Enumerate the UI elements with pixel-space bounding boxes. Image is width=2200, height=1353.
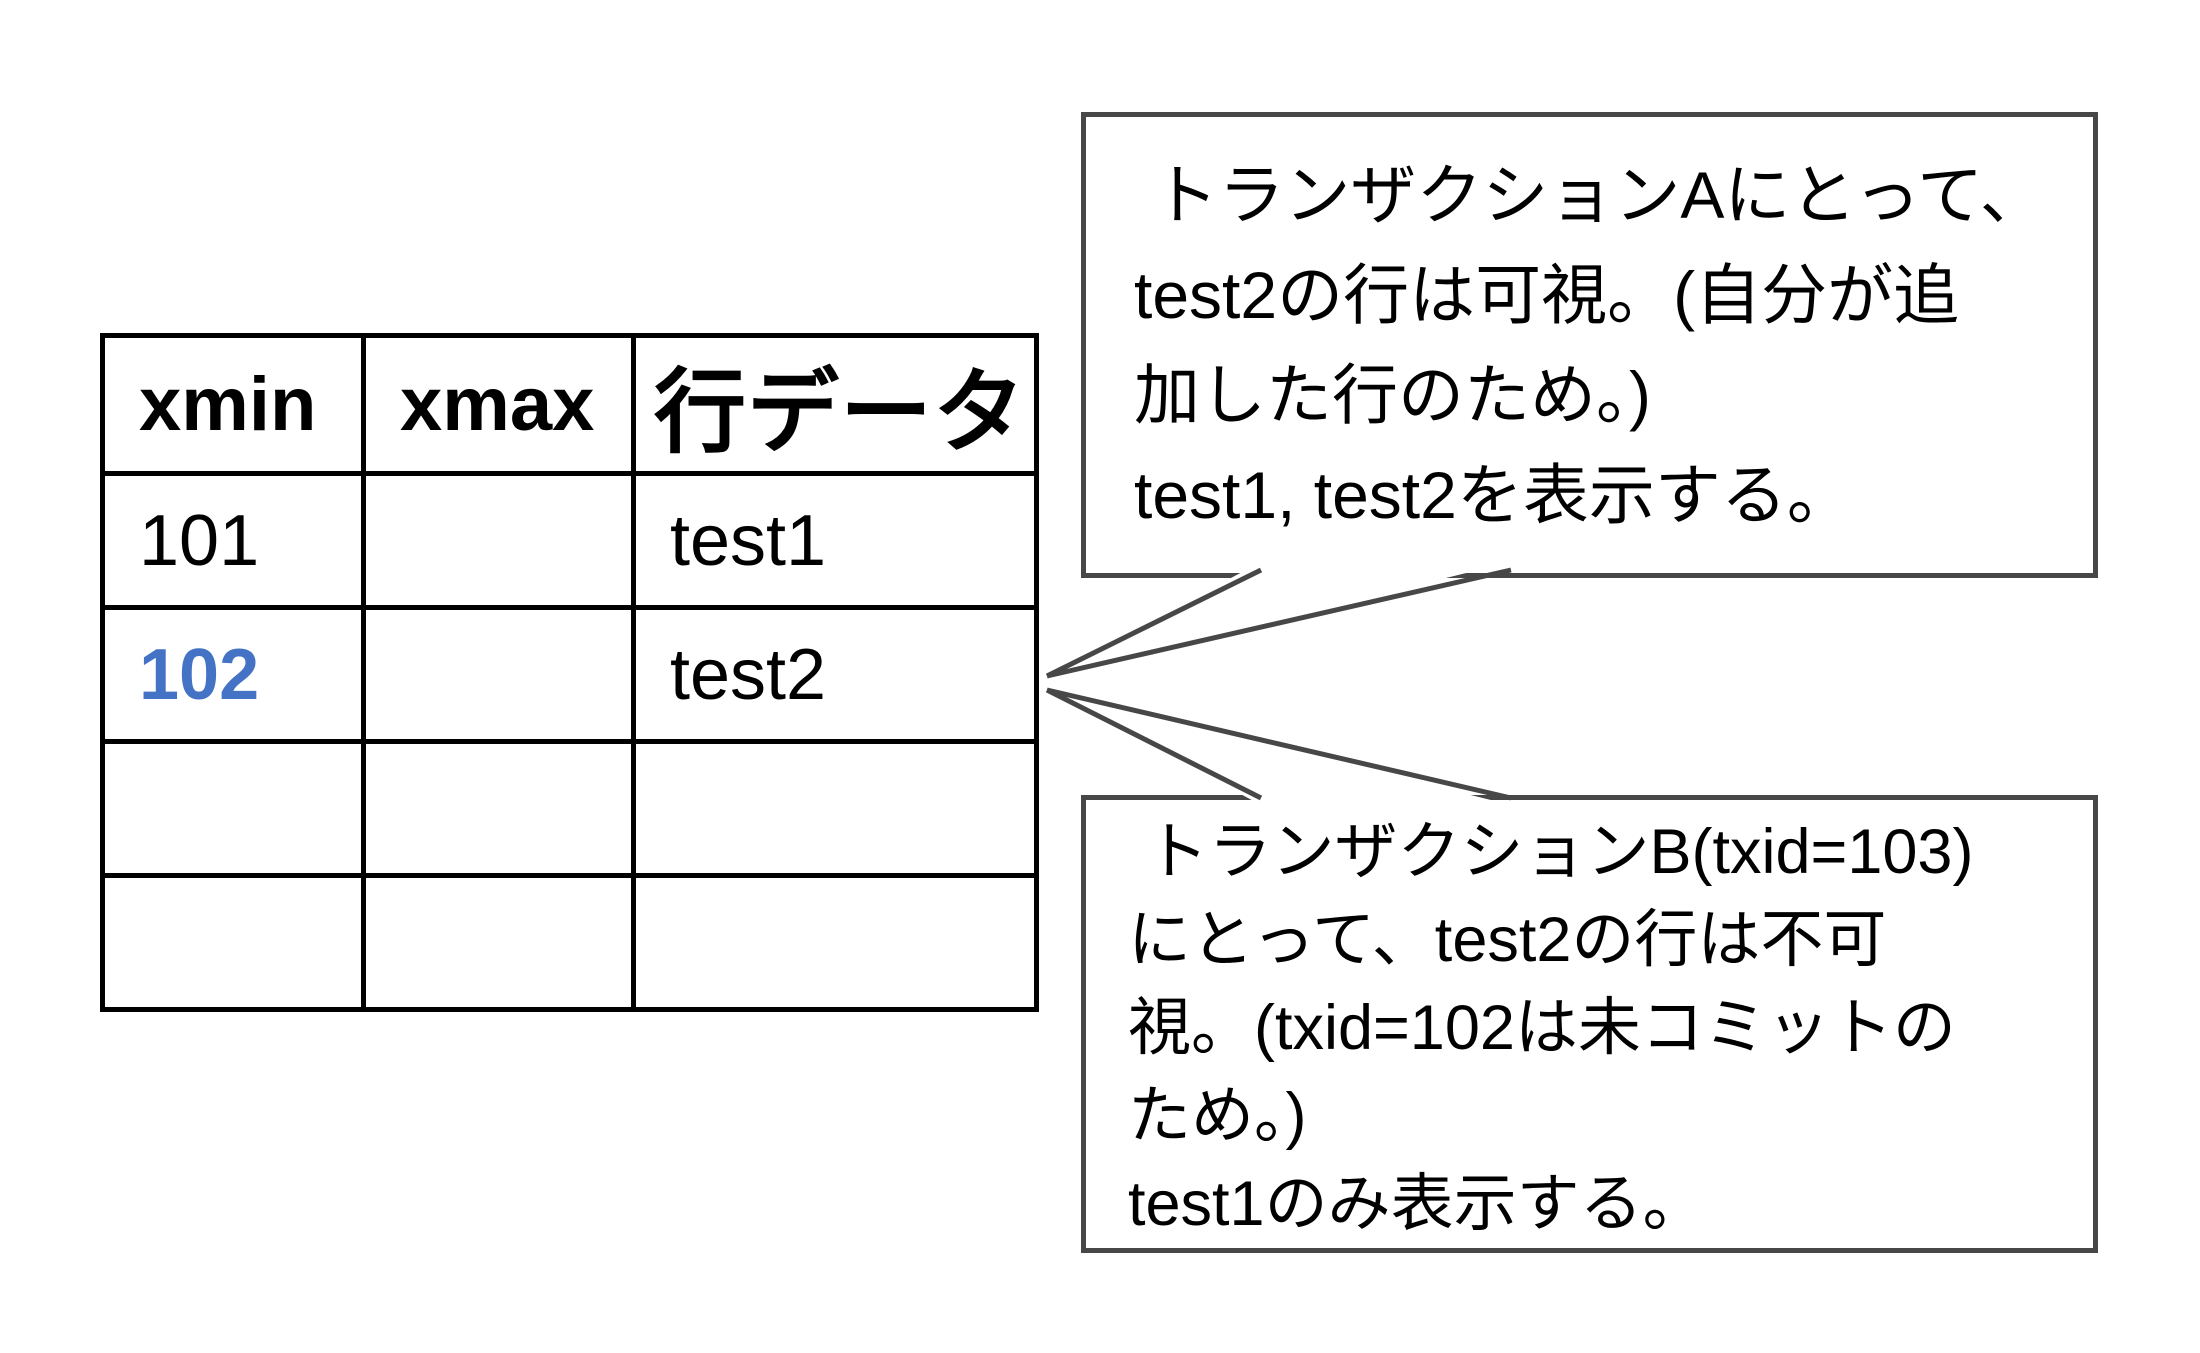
callout-a-tail	[1045, 562, 1512, 679]
cell-xmax	[361, 739, 636, 878]
col-header-row-data: 行データ	[631, 333, 1039, 476]
cell-xmin: 101	[100, 471, 366, 610]
callout-b-line: ため。)	[1128, 1081, 1307, 1151]
col-header-xmax: xmax	[361, 333, 636, 476]
callout-b-line: 視。(txid=102は未コミットの	[1128, 993, 1956, 1063]
cell-row-data	[631, 739, 1039, 878]
callout-b-line: test1のみ表示する。	[1128, 1169, 1706, 1239]
cell-row-data	[631, 873, 1039, 1012]
cell-row-data: test2	[631, 605, 1039, 744]
table-row	[100, 739, 1039, 878]
table-row: 102 test2	[100, 605, 1039, 744]
cell-row-data: test1	[631, 471, 1039, 610]
cell-xmin-highlighted: 102	[100, 605, 366, 744]
cell-xmax	[361, 605, 636, 744]
callout-b-line: トランザクションB(txid=103)	[1128, 817, 1974, 887]
table-row: 101 test1	[100, 471, 1039, 610]
mvcc-table: xmin xmax 行データ 101 test1 102 test2	[100, 333, 1039, 1012]
callout-transaction-b: トランザクションB(txid=103) にとって、test2の行は不可 視。(t…	[1081, 795, 2098, 1253]
header-row: xmin xmax 行データ	[100, 333, 1039, 476]
col-header-xmin: xmin	[100, 333, 366, 476]
callout-a-line: トランザクションAにとって、	[1134, 158, 2046, 232]
cell-xmin	[100, 873, 366, 1012]
callout-a-line: test2の行は可視。(自分が追	[1134, 258, 1960, 332]
callout-b-tail	[1045, 687, 1512, 805]
callout-a-line: test1, test2を表示する。	[1134, 458, 1853, 532]
callout-transaction-a: トランザクションAにとって、 test2の行は可視。(自分が追 加した行のため。…	[1081, 112, 2098, 578]
callout-b-line: にとって、test2の行は不可	[1128, 905, 1887, 975]
cell-xmax	[361, 471, 636, 610]
callout-a-line: 加した行のため。)	[1134, 358, 1651, 432]
table-row	[100, 873, 1039, 1012]
cell-xmax	[361, 873, 636, 1012]
cell-xmin	[100, 739, 366, 878]
